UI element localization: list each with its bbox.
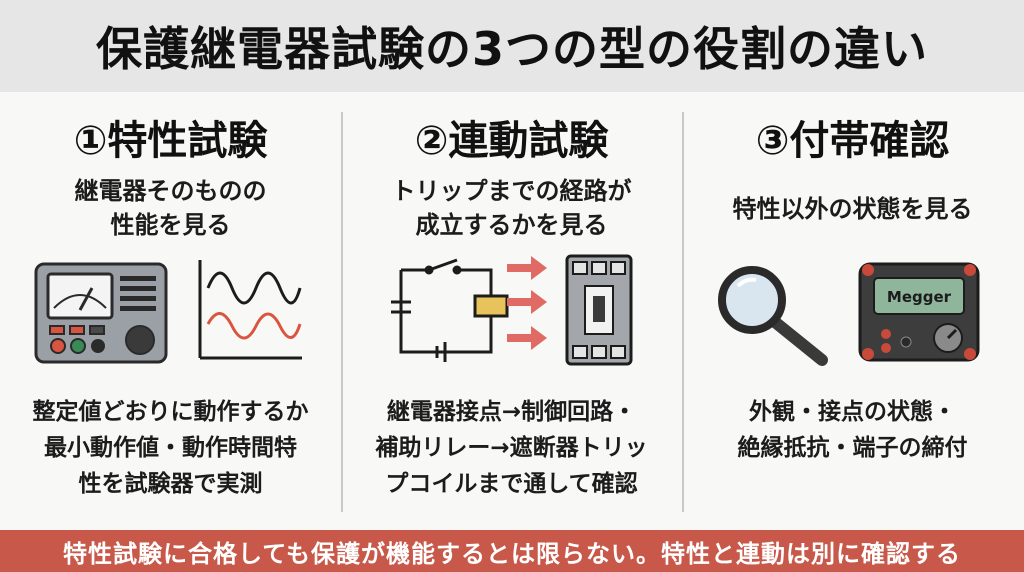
column-description: 整定値どおりに動作するか 最小動作値・動作時間特 性を試験器で実測: [0, 394, 341, 502]
page-title: 保護継電器試験の3つの型の役割の違い: [95, 22, 928, 76]
column-auxiliary-check: ③付帯確認 特性以外の状態を見る Megger 外観・接点の状態・ 絶縁抵抗・端…: [682, 92, 1023, 530]
relay-tester-illustration: [34, 260, 302, 364]
footer-text: 特性試験に合格しても保護が機能するとは限らない。特性と連動は別に確認する: [62, 539, 962, 568]
footer-banner: 特性試験に合格しても保護が機能するとは限らない。特性と連動は別に確認する: [0, 530, 1024, 572]
column-heading: ①特性試験: [73, 118, 268, 164]
control-circuit-icon: [391, 258, 493, 362]
relay-coil-icon: [473, 294, 509, 318]
description-line: 絶縁抵抗・端子の締付: [737, 435, 968, 461]
megger-label: Megger: [887, 288, 952, 306]
inspection-illustration: Megger: [718, 262, 980, 366]
column-heading: ②連動試験: [414, 118, 609, 164]
arrow-icon: [507, 256, 547, 350]
relay-tester-icon: [34, 262, 168, 364]
subtitle-line: 継電器そのものの: [74, 177, 267, 205]
description-line: 性を試験器で実測: [78, 471, 263, 497]
column-subtitle: トリップまでの経路が 成立するかを見る: [341, 174, 682, 242]
subtitle-line: トリップまでの経路が: [391, 177, 632, 205]
column-subtitle: 特性以外の状態を見る: [682, 192, 1023, 226]
circuit-breaker-icon: [565, 254, 633, 366]
title-bar: 保護継電器試験の3つの型の役割の違い: [0, 0, 1024, 92]
insulation-tester-icon: Megger: [858, 262, 980, 362]
column-description: 外観・接点の状態・ 絶縁抵抗・端子の締付: [682, 394, 1023, 466]
subtitle-line: 成立するかを見る: [415, 211, 608, 239]
trip-circuit-illustration: [391, 254, 633, 366]
column-divider: [682, 112, 684, 512]
description-line: 継電器接点→制御回路・: [386, 399, 637, 425]
column-interlock-test: ②連動試験 トリップまでの経路が 成立するかを見る: [341, 92, 682, 530]
subtitle-line: 特性以外の状態を見る: [732, 195, 973, 223]
column-description: 継電器接点→制御回路・ 補助リレー→遮断器トリッ プコイルまで通して確認: [341, 394, 682, 502]
subtitle-line: 性能を見る: [110, 211, 231, 239]
column-heading: ③付帯確認: [755, 118, 950, 164]
description-line: 補助リレー→遮断器トリッ: [375, 435, 648, 461]
description-line: 最小動作値・動作時間特: [44, 435, 297, 461]
description-line: プコイルまで通して確認: [385, 471, 638, 497]
description-line: 整定値どおりに動作するか: [32, 399, 309, 425]
column-characteristic-test: ①特性試験 継電器そのものの 性能を見る: [0, 92, 341, 530]
magnifying-glass-icon: [718, 266, 828, 366]
waveform-graph-icon: [198, 260, 302, 360]
column-subtitle: 継電器そのものの 性能を見る: [0, 174, 341, 242]
description-line: 外観・接点の状態・: [749, 399, 956, 425]
column-divider: [341, 112, 343, 512]
